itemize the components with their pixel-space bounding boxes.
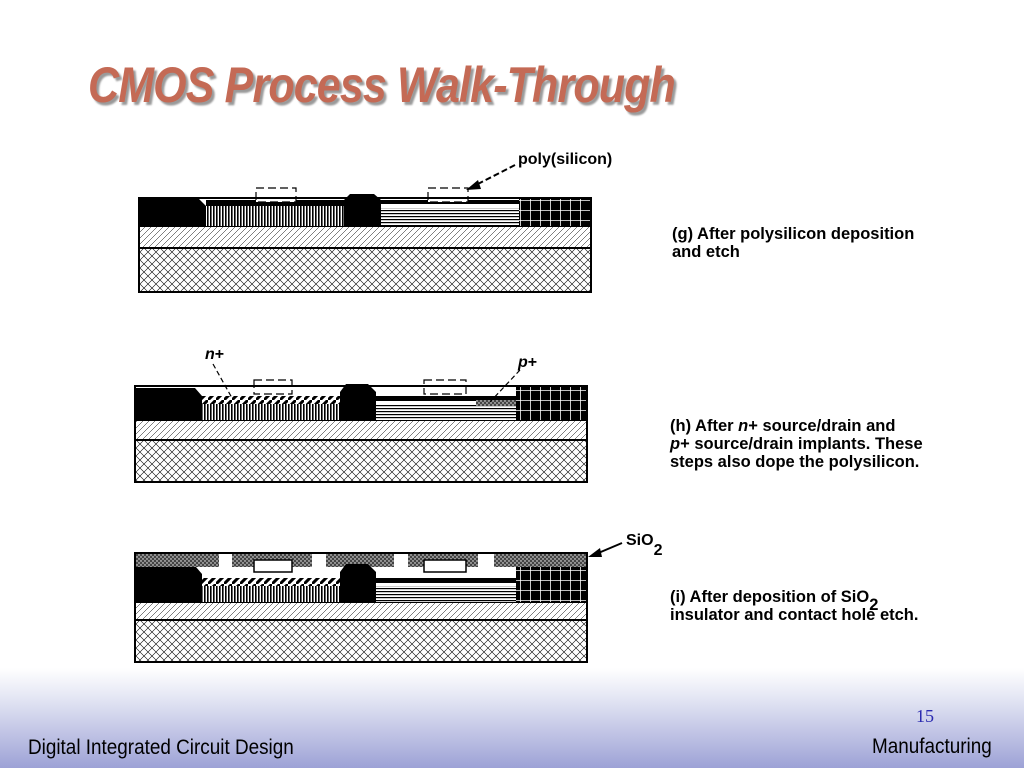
caption-h: (h) After n+ source/drain and p+ source/… — [670, 417, 923, 471]
label-n-plus-letter: n — [205, 346, 215, 363]
caption-h-p-plus: + — [680, 435, 690, 453]
slide-title: CMOS Process Walk-Through — [88, 57, 676, 113]
p-plus-pointer — [489, 369, 521, 403]
caption-h-line2: p+ source/drain implants. These — [670, 435, 923, 453]
cross-section-h — [134, 379, 588, 483]
footer-course-title: Digital Integrated Circuit Design — [28, 736, 294, 759]
label-p-plus-sign: + — [527, 354, 538, 371]
sio2-arrow — [588, 542, 623, 557]
caption-h-line2-post: source/drain implants. These — [689, 435, 923, 453]
label-p-plus: p+ — [518, 354, 537, 372]
label-sio2: SiO2 — [626, 532, 662, 559]
label-sio2-subscript: 2 — [653, 542, 663, 559]
caption-h-n: n — [738, 417, 749, 435]
label-sio2-main: SiO — [626, 532, 654, 549]
label-polysilicon: poly(silicon) — [518, 151, 613, 168]
caption-g-line1: (g) After polysilicon deposition — [672, 225, 915, 243]
caption-i-line1: (i) After deposition of SiO2 — [670, 588, 918, 614]
caption-g-line2: and etch — [672, 243, 740, 261]
caption-h-line1-pre: (h) After — [670, 417, 739, 435]
caption-h-line3: steps also dope the polysilicon. — [670, 453, 920, 471]
label-p-plus-letter: p — [518, 354, 528, 371]
n-plus-pointer — [212, 363, 233, 399]
caption-h-p: p — [670, 435, 681, 453]
poly-arrow — [466, 164, 516, 190]
footer-section-title: Manufacturing — [872, 735, 992, 758]
caption-h-n-plus: + — [748, 417, 758, 435]
caption-h-line1: (h) After n+ source/drain and — [670, 417, 923, 435]
label-n-plus-sign: + — [214, 346, 225, 363]
caption-g: (g) After polysilicon deposition and etc… — [672, 225, 914, 261]
caption-i-subscript: 2 — [869, 596, 879, 614]
cross-section-i — [134, 552, 588, 663]
caption-i-line2: insulator and contact hole etch. — [670, 606, 919, 624]
cross-section-g — [138, 187, 592, 293]
caption-h-line1-post: source/drain and — [757, 417, 896, 435]
caption-i-line1-text: (i) After deposition of SiO — [670, 588, 870, 606]
page-number: 15 — [916, 706, 934, 726]
caption-i: (i) After deposition of SiO2 insulator a… — [670, 588, 918, 624]
label-n-plus: n+ — [205, 346, 224, 364]
footer-band — [0, 668, 1024, 768]
